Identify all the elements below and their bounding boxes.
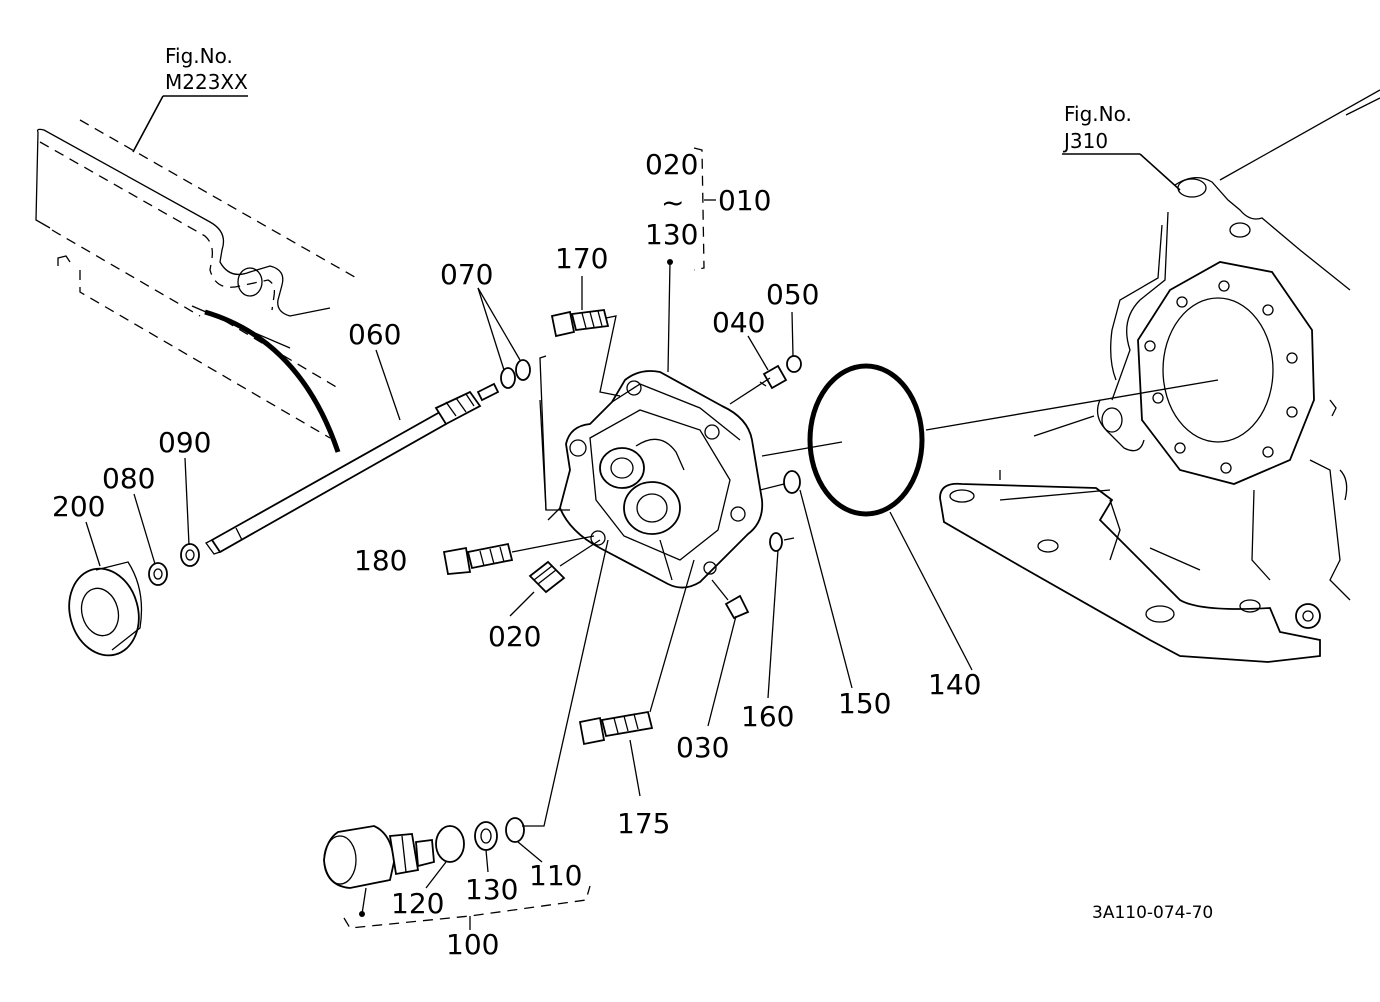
label-110: 110	[529, 859, 582, 892]
label-040: 040	[712, 306, 765, 339]
label-080: 080	[102, 462, 155, 495]
label-170: 170	[555, 242, 608, 275]
relief-valve-assembly	[323, 817, 525, 889]
label-175: 175	[617, 807, 670, 840]
svg-text:J310: J310	[1062, 129, 1108, 153]
label-130: 130	[465, 873, 518, 906]
o-ring-140	[807, 363, 925, 517]
fitting-040	[759, 364, 788, 390]
label-070: 070	[440, 258, 493, 291]
o-ring-160	[769, 532, 783, 552]
label-050: 050	[766, 278, 819, 311]
svg-text:Fig.No.: Fig.No.	[165, 44, 233, 68]
label-160: 160	[741, 700, 794, 733]
fig-ref-j310: Fig.No. J310	[1062, 102, 1181, 191]
label-140: 140	[928, 668, 981, 701]
label-020-range: 020	[645, 148, 698, 181]
washer-080	[148, 562, 168, 586]
label-200: 200	[52, 490, 105, 523]
leader-lines	[85, 147, 1219, 930]
bolt-175	[578, 710, 654, 746]
label-090: 090	[158, 426, 211, 459]
label-tilde: ~	[661, 186, 684, 219]
label-150: 150	[838, 687, 891, 720]
bolt-170	[550, 309, 610, 338]
label-130-range: 130	[645, 218, 698, 251]
bolt-180	[442, 542, 514, 575]
fig-ref-m223xx: Fig.No. M223XX	[132, 44, 248, 153]
transmission-case-right	[939, 89, 1380, 663]
label-020: 020	[488, 620, 541, 653]
shaft	[205, 382, 500, 555]
label-120: 120	[391, 887, 444, 920]
svg-text:Fig.No.: Fig.No.	[1064, 102, 1132, 126]
plug-020	[528, 560, 566, 594]
label-100: 100	[446, 928, 499, 961]
snap-ring-090	[180, 543, 200, 567]
drawing-code: 3A110-074-70	[1092, 903, 1213, 923]
part-labels: 020 ~ 130 010 170 070 050 040 060 090 08…	[52, 148, 1213, 961]
label-060: 060	[348, 318, 401, 351]
plug-030	[724, 594, 750, 620]
label-010: 010	[718, 184, 771, 217]
o-ring-150	[783, 470, 801, 494]
label-030: 030	[676, 731, 729, 764]
svg-text:M223XX: M223XX	[165, 70, 248, 94]
oil-seal-200	[68, 561, 143, 657]
transmission-case-left	[35, 119, 361, 453]
hydraulic-pump-body	[547, 370, 764, 589]
ring-050	[786, 355, 802, 373]
label-180: 180	[354, 544, 407, 577]
o-rings-070	[500, 359, 531, 389]
